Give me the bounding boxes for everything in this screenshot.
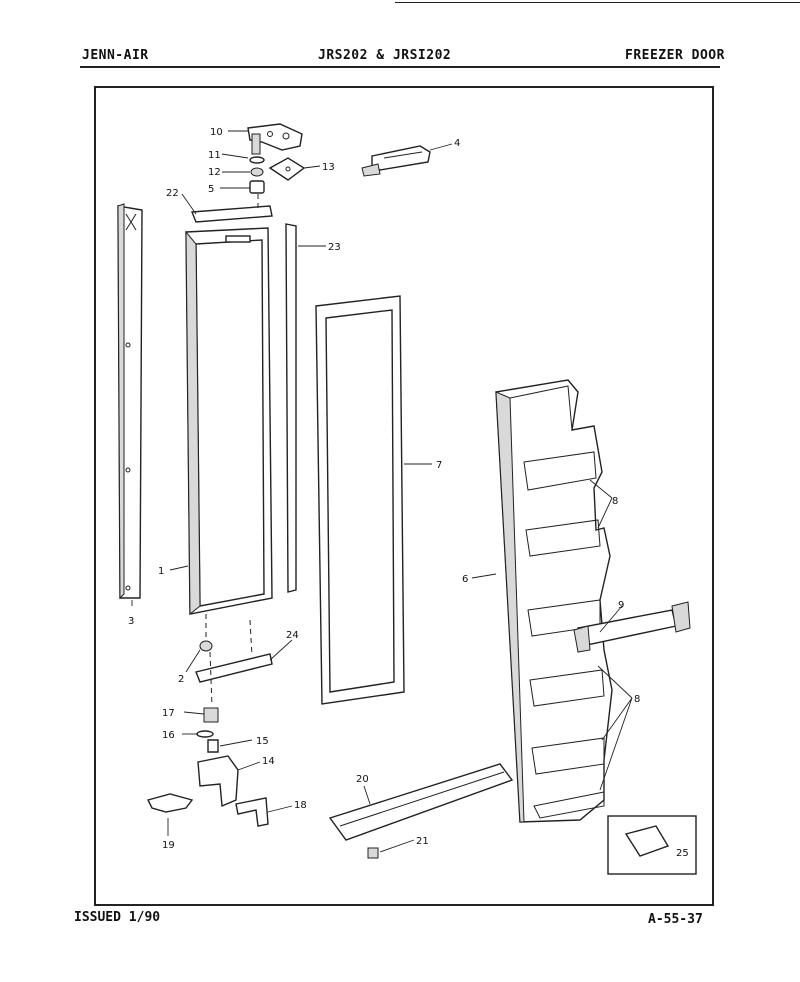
- bottom-hinge-part: [197, 755, 239, 808]
- lower-bushing-part: [199, 640, 213, 652]
- shelf-bar-part: [573, 601, 691, 653]
- callout-16: 16: [162, 730, 175, 741]
- callout-20: 20: [356, 774, 369, 785]
- hinge-pin-part: [207, 739, 219, 753]
- callout-8-lower: 8: [634, 694, 640, 705]
- callout-23: 23: [328, 242, 341, 253]
- hinge-bracket-part: [235, 797, 269, 827]
- bottom-bushing-part: [203, 707, 219, 723]
- page-code: A-55-37: [648, 912, 703, 927]
- brand-label: JENN-AIR: [82, 48, 149, 63]
- nut-part: [250, 167, 264, 177]
- callout-5: 5: [208, 184, 214, 195]
- callout-21: 21: [416, 836, 429, 847]
- shim-plate-part: [268, 157, 306, 181]
- callout-11: 11: [208, 150, 221, 161]
- gasket-strip-part: [285, 223, 297, 593]
- model-label: JRS202 & JRSI202: [318, 48, 452, 63]
- callout-2: 2: [178, 674, 184, 685]
- issued-date: ISSUED 1/90: [74, 910, 161, 925]
- callout-24: 24: [286, 630, 299, 641]
- callout-19: 19: [162, 840, 175, 851]
- handle-trim-part: [117, 203, 143, 600]
- hinge-cover-part: [146, 793, 194, 813]
- door-gasket-part: [315, 295, 405, 705]
- callout-9: 9: [618, 600, 624, 611]
- callout-1: 1: [158, 566, 164, 577]
- section-title: FREEZER DOOR: [625, 48, 725, 63]
- door-stop-part: [361, 145, 431, 177]
- inset-detail-box: [607, 815, 697, 875]
- callout-7: 7: [436, 460, 442, 471]
- callout-14: 14: [262, 756, 275, 767]
- bottom-end-cap-part: [195, 653, 273, 683]
- callout-12: 12: [208, 167, 221, 178]
- washer-part: [249, 156, 265, 164]
- leader-lines: [131, 130, 633, 853]
- callout-25: 25: [676, 848, 689, 859]
- door-panel-part: [185, 227, 273, 616]
- inner-door-liner-part: [495, 379, 613, 823]
- callout-4: 4: [454, 138, 460, 149]
- callout-22: 22: [166, 188, 179, 199]
- top-hinge-part: [247, 123, 303, 155]
- callout-6: 6: [462, 574, 468, 585]
- diagram-frame: [94, 86, 714, 906]
- bushing-part: [249, 180, 265, 194]
- callout-13: 13: [322, 162, 335, 173]
- callout-8-upper: 8: [612, 496, 618, 507]
- callout-10: 10: [210, 127, 223, 138]
- bottom-trim-part: [328, 763, 514, 841]
- callout-18: 18: [294, 800, 307, 811]
- bottom-washer-part: [196, 730, 214, 738]
- top-end-cap-part: [190, 205, 273, 223]
- callout-3: 3: [128, 616, 134, 627]
- header-rule: [80, 66, 720, 68]
- top-rule: [395, 2, 800, 3]
- trim-clip-part: [367, 847, 379, 859]
- callout-15: 15: [256, 736, 269, 747]
- callout-17: 17: [162, 708, 175, 719]
